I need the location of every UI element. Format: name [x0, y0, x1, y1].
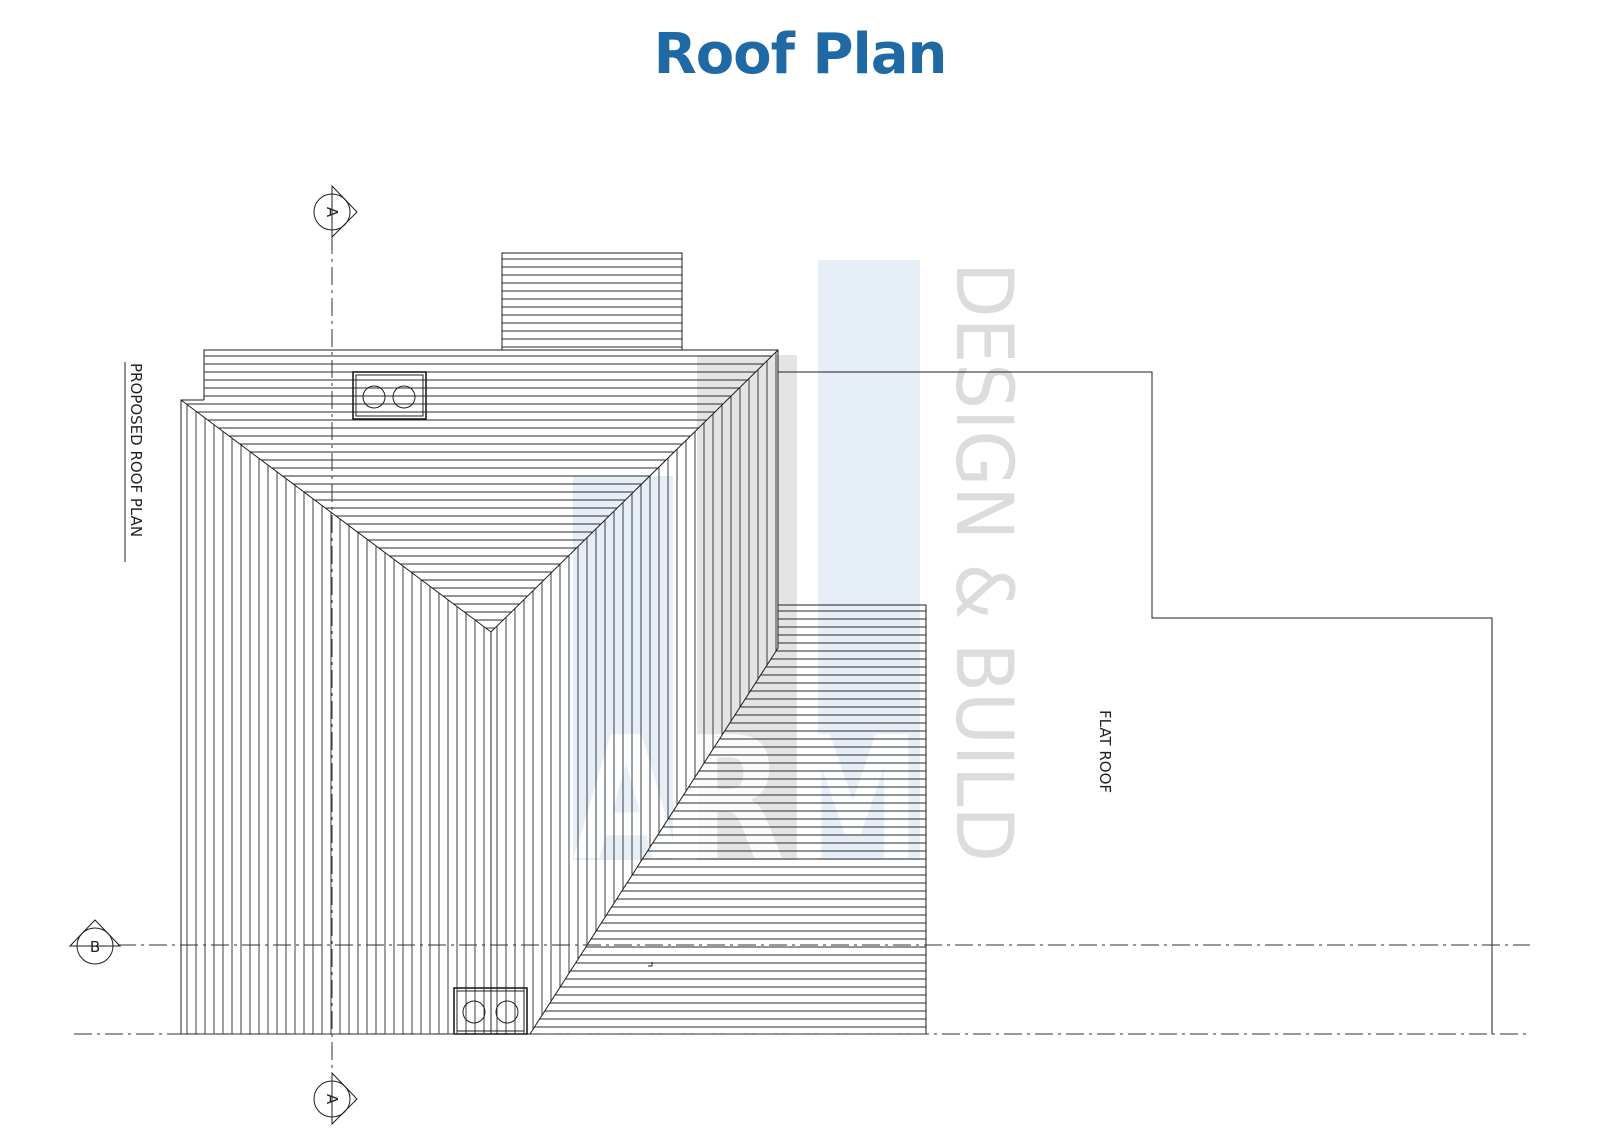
chimney-bottom-flue-2 [495, 1000, 519, 1024]
page-title: Roof Plan [653, 22, 948, 87]
section-marker-left: B [68, 919, 122, 965]
roof-hatching [186, 258, 926, 1034]
chimney-top-flue-2 [392, 385, 416, 409]
section-marker-top-label: A [323, 207, 341, 218]
proposed-roof-plan-label: PROPOSED ROOF PLAN [127, 363, 145, 537]
roof-outlines [180, 252, 1493, 1035]
chimney-bottom-inner [456, 990, 525, 1032]
chimney-top [352, 371, 427, 420]
hip-ridge-left [180, 349, 779, 633]
plan-labels: PROPOSED ROOF PLAN FLAT ROOF [124, 362, 1114, 793]
flat-roof-outline [778, 371, 1493, 1034]
chimney-top-flue-1 [362, 385, 386, 409]
main-roof-outline [180, 349, 779, 1035]
section-marker-left-label: B [90, 938, 100, 956]
upper-roof-block [501, 252, 683, 351]
watermark-tagline: DESIGN & BUILD [938, 262, 1028, 862]
section-lines [74, 236, 1530, 1090]
watermark-bar-blue-tall [818, 260, 920, 860]
chimney-top-inner [355, 374, 424, 417]
watermark-logo: ARM [573, 701, 921, 899]
section-marker-top: A [313, 184, 358, 239]
watermark-bar-gray [697, 355, 797, 860]
chimney-bottom-flue-1 [462, 1000, 486, 1024]
section-marker-bottom: A [313, 1071, 358, 1126]
section-marker-bottom-label: A [323, 1094, 341, 1105]
flat-roof-label: FLAT ROOF [1096, 710, 1114, 793]
